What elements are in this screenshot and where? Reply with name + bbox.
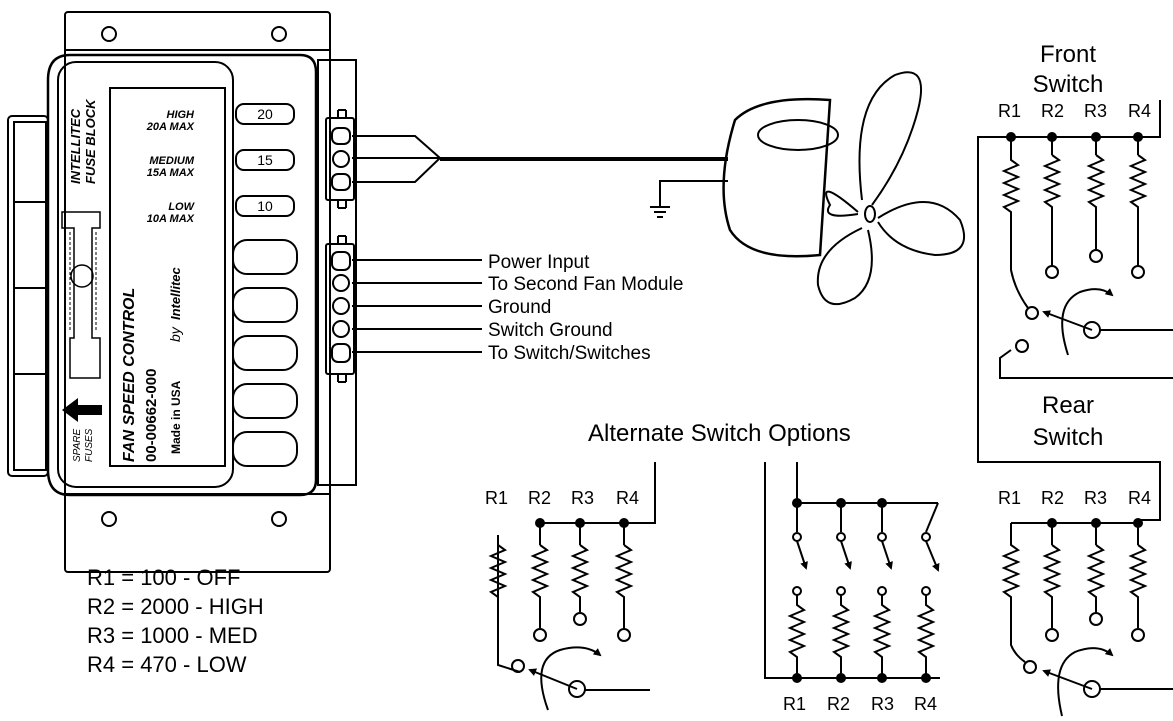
rear-switch-title-2: Switch [1033,424,1104,451]
resistor-value-r4: R4 = 470 - LOW [87,652,247,677]
rear-switch-title-1: Rear [1042,392,1094,419]
label-to-switches: To Switch/Switches [488,343,651,364]
option-b-r3: R3 [871,694,894,714]
front-r4: R4 [1128,101,1151,121]
front-switch [977,100,1173,521]
switch-option-a [488,462,656,711]
option-b-r4: R4 [914,694,937,714]
fan-wires [352,135,728,183]
front-r1: R1 [998,101,1021,121]
resistor-value-r2: R2 = 2000 - HIGH [87,594,264,619]
rear-r4: R4 [1128,488,1151,508]
rating-low-name: LOW [168,201,195,213]
part-number: 00-00662-000 [143,369,160,462]
option-a-r4: R4 [616,488,639,508]
option-b-r1: R1 [783,694,806,714]
switch-connector [325,235,355,383]
rating-low-max: 10A MAX [147,213,195,225]
spare-label1: SPARE [72,429,83,462]
spare-fuse-holder [61,211,101,379]
front-switch-title-1: Front [1040,41,1096,68]
option-b-r2: R2 [827,694,850,714]
rating-high-name: HIGH [167,109,196,121]
mounting-hole-icon [271,26,287,42]
option-a-r3: R3 [571,488,594,508]
rating-medium-name: MEDIUM [149,155,194,167]
arrow-left-icon [62,398,102,422]
mounting-hole-icon [271,511,287,527]
alternate-title: Alternate Switch Options [588,420,851,447]
origin-label: Made in USA [169,380,183,454]
fan-connector [325,109,355,209]
product-name: FAN SPEED CONTROL [121,288,138,462]
label-ground: Ground [488,297,551,318]
rear-switch [1001,522,1173,717]
fuse-block-module [7,11,357,573]
option-a-r1: R1 [485,488,508,508]
mounting-hole-icon [101,511,117,527]
connector-wires [352,259,482,353]
front-r3: R3 [1084,101,1107,121]
rear-r3: R3 [1084,488,1107,508]
fuse-15-label: 15 [257,152,273,168]
maker-label: Intellitec [168,266,183,320]
fan-motor-icon [722,71,965,306]
resistor-value-r1: R1 = 100 - OFF [87,565,240,590]
switch-option-b [764,462,940,679]
brand-line2: FUSE BLOCK [83,98,98,184]
fuse-20-label: 20 [257,106,273,122]
label-switch-ground: Switch Ground [488,320,613,341]
spare-label2: FUSES [84,428,95,462]
ground-icon [650,180,728,218]
rear-r2: R2 [1041,488,1064,508]
fuse-10-label: 10 [257,198,273,214]
brand-line1: INTELLITEC [68,108,83,184]
junction-dots [62,132,1143,683]
rating-high-max: 20A MAX [146,121,195,133]
label-power-input: Power Input [488,252,590,273]
rating-medium-max: 15A MAX [147,167,195,179]
by-label: by [167,326,183,342]
mounting-hole-icon [101,26,117,42]
resistor-value-r3: R3 = 1000 - MED [87,623,258,648]
front-switch-title-2: Switch [1033,71,1104,98]
rear-r1: R1 [998,488,1021,508]
front-r2: R2 [1041,101,1064,121]
option-a-r2: R2 [528,488,551,508]
label-second-fan-module: To Second Fan Module [488,274,683,295]
